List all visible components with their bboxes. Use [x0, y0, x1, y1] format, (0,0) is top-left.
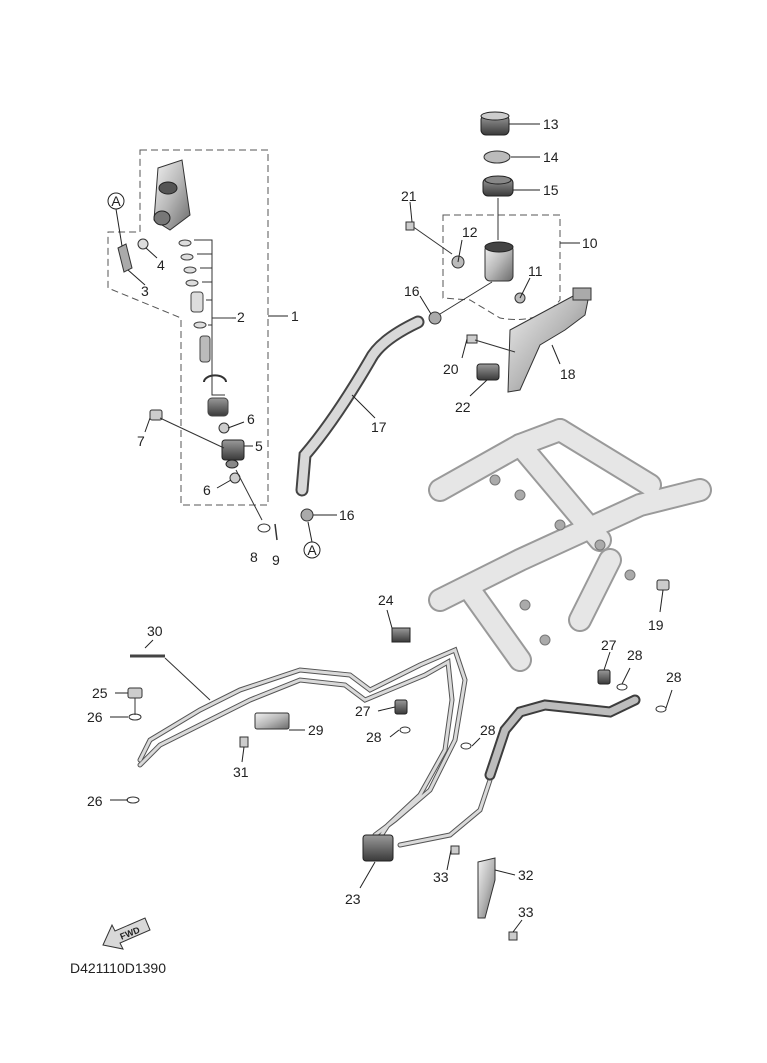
union-bolt-25: [127, 687, 143, 715]
callout-22: 22: [455, 399, 471, 415]
callout-9: 9: [272, 552, 280, 568]
callout-1: 1: [291, 308, 299, 324]
svg-text:A: A: [111, 193, 121, 209]
hose-clamp-16-lower: [300, 508, 314, 522]
callout-28-c: 28: [627, 647, 643, 663]
callout-7: 7: [137, 433, 145, 449]
ref-circle-a-bottom: A: [303, 521, 321, 559]
gasket-28-d: [655, 705, 667, 713]
callout-31: 31: [233, 764, 249, 780]
callout-21: 21: [401, 188, 417, 204]
bolt-20: [466, 334, 516, 353]
callout-15: 14: [543, 149, 559, 165]
bolt-30: [130, 654, 211, 701]
callout-23: 23: [345, 891, 361, 907]
gasket-28-c: [616, 683, 628, 691]
washer-6-upper: [218, 422, 230, 434]
callout-28-d: 28: [666, 669, 682, 685]
reservoir-tank: [484, 241, 514, 282]
callout-33-lower: 33: [518, 904, 534, 920]
callout-18: 18: [560, 366, 576, 382]
abs-unit-23: [362, 834, 394, 862]
piston-kit: [178, 239, 229, 417]
svg-text:A: A: [307, 542, 317, 558]
callout-8: 8: [250, 549, 258, 565]
gasket-26-lower: [126, 796, 140, 804]
bolt-31: [239, 736, 249, 748]
frame: [428, 418, 712, 672]
callout-20: 20: [443, 361, 459, 377]
callout-16-lower: 16: [339, 507, 355, 523]
callout-32: 32: [518, 867, 534, 883]
callout-33-upper: 33: [433, 869, 449, 885]
damper-22: [476, 363, 500, 381]
callout-19: 19: [648, 617, 664, 633]
callout-28-a: 28: [366, 729, 382, 745]
drawing-code: D421110D1390: [70, 960, 167, 976]
callout-13: 13: [543, 116, 559, 132]
bolt-7: [149, 409, 225, 449]
bolt-27-right: [597, 669, 611, 685]
callout-29: 29: [308, 722, 324, 738]
callout-2: 2: [237, 309, 245, 325]
bracket-24: [391, 627, 411, 643]
callout-11: 11: [528, 263, 543, 279]
callout-4: 4: [157, 257, 165, 273]
joint-5: [221, 439, 245, 469]
callout-26-upper: 26: [87, 709, 103, 725]
callout-28-b: 28: [480, 722, 496, 738]
master-cylinder-body: [153, 159, 191, 231]
callout-16-upper: 16: [404, 283, 420, 299]
callout-3: 3: [141, 283, 149, 299]
gasket-28-b: [460, 742, 472, 750]
pin-9: [274, 523, 278, 541]
fwd-arrow-icon: FWD: [102, 917, 151, 950]
callout-27-center: 27: [355, 703, 371, 719]
sensor-bracket-32: [477, 857, 496, 919]
o-ring-8: [257, 523, 271, 533]
hose-clamp-16-upper: [428, 311, 442, 325]
gasket-26-upper: [128, 713, 142, 721]
reservoir-hose-17: [295, 315, 425, 497]
reservoir-cap-13: [480, 111, 510, 136]
callout-25: 25: [92, 685, 108, 701]
callout-24: 24: [378, 592, 394, 608]
clip-3: [117, 243, 133, 273]
callout-14: 15: [543, 182, 559, 198]
gasket-28-a: [399, 726, 411, 734]
callout-12: 12: [462, 224, 478, 240]
pipe-holder-29: [254, 712, 290, 730]
bolt-27-center: [394, 699, 408, 715]
bracket-18: [507, 287, 592, 393]
ref-circle-a-top: A: [107, 192, 125, 247]
callout-17: 17: [371, 419, 387, 435]
callout-10: 10: [582, 235, 598, 251]
diaphragm-15: [483, 150, 511, 164]
callout-leaders: [110, 123, 673, 933]
screw-33-lower: [508, 931, 518, 941]
callout-27-right: 27: [601, 637, 617, 653]
callout-5: 5: [255, 438, 263, 454]
screw-21: [405, 221, 415, 231]
callout-26-lower: 26: [87, 793, 103, 809]
master-cylinder-group: [107, 149, 269, 521]
diaphragm-holder-14: [482, 175, 514, 197]
seal-4: [137, 238, 149, 250]
callout-6-lower: 6: [203, 482, 211, 498]
callout-labels: 1 2 3 4 5 6 6 7 8 9 10 11 12 13 14 15 16…: [87, 116, 682, 920]
brake-pipes: [137, 646, 641, 848]
bolt-19: [656, 579, 670, 591]
callout-6-upper: 6: [247, 411, 255, 427]
callout-30: 30: [147, 623, 163, 639]
screw-33-upper: [450, 845, 460, 855]
